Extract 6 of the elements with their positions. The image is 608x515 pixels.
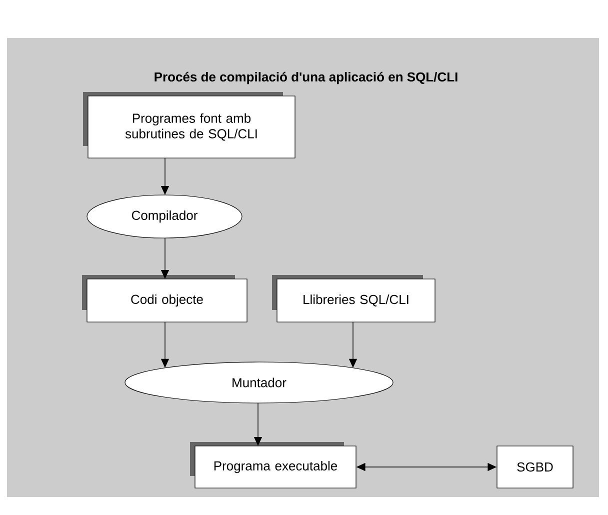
title: Procés de compilació d'una aplicació en SQL/CLI <box>154 72 458 84</box>
process-box: Programa executable <box>190 442 356 488</box>
process-box: Codi objecte <box>82 275 248 322</box>
process-box: Llibreries SQL/CLI <box>272 275 436 322</box>
process-box: SGBD <box>496 446 574 488</box>
process-box: Programes font amb subrutines de SQL/CLI <box>83 92 296 158</box>
